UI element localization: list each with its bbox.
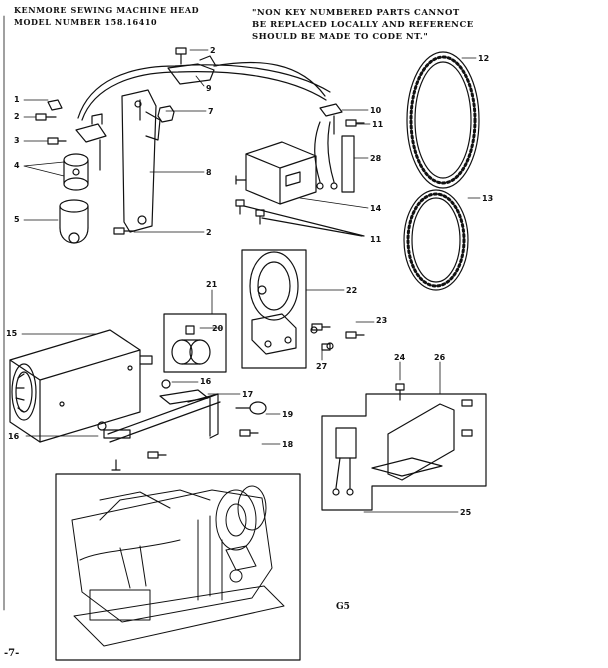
bracket-part-17 xyxy=(103,389,221,443)
callout: 16 xyxy=(200,377,212,386)
sewing-machine-illustration xyxy=(71,485,285,647)
frame-part-25 xyxy=(321,393,487,511)
screw-part-11-top xyxy=(345,119,365,127)
screw-part-3 xyxy=(47,137,67,145)
callout: 27 xyxy=(316,362,328,371)
plate-part-3 xyxy=(75,113,107,171)
wire-harness xyxy=(77,61,331,121)
header-line-1: KENMORE SEWING MACHINE HEAD xyxy=(14,5,200,15)
callout: 20 xyxy=(212,324,224,333)
callout: 25 xyxy=(460,508,472,517)
callout: 19 xyxy=(282,410,294,419)
pulley-part-22 xyxy=(249,251,299,355)
callout: 16 xyxy=(8,432,20,441)
callout: 23 xyxy=(376,316,388,325)
callout: 11 xyxy=(370,235,382,244)
screw-part-2-top xyxy=(175,47,187,65)
note-line-1: "NON KEY NUMBERED PARTS CANNOT xyxy=(252,8,460,18)
nut-part-7 xyxy=(157,105,175,123)
callout: 26 xyxy=(434,353,446,362)
callout: 9 xyxy=(206,84,212,93)
pulley-frame-22 xyxy=(241,249,307,369)
callout: 4 xyxy=(14,161,20,170)
header-line-2: MODEL NUMBER 158.16410 xyxy=(14,17,158,27)
callout: 5 xyxy=(14,215,20,224)
page-number: -7- xyxy=(4,648,20,659)
callout: 17 xyxy=(242,390,254,399)
screws-part-23 xyxy=(310,323,365,351)
callout: 3 xyxy=(14,136,20,145)
callout: 10 xyxy=(370,106,382,115)
coupling-frame-21 xyxy=(163,313,227,373)
screw-part-24 xyxy=(395,383,405,401)
machine-inset-frame xyxy=(55,473,301,661)
callout: 7 xyxy=(208,107,214,116)
wire-clamp-part-9 xyxy=(167,55,217,85)
callout: 18 xyxy=(282,440,294,449)
callout: 22 xyxy=(346,286,358,295)
callout: 12 xyxy=(478,54,490,63)
callout: 21 xyxy=(206,280,218,289)
note-line-3: SHOULD BE MADE TO CODE NT." xyxy=(252,32,429,42)
callout: 11 xyxy=(372,120,384,129)
sleeve-part-28 xyxy=(341,135,355,193)
motor-part-15 xyxy=(9,329,153,443)
wires xyxy=(314,121,335,183)
callout: 14 xyxy=(370,204,382,213)
coupling-part-20 xyxy=(171,325,211,365)
screws-part-18 xyxy=(111,429,259,471)
callout: 8 xyxy=(206,168,212,177)
screw-part-2-bottom xyxy=(113,227,135,235)
eccentric-part-5 xyxy=(59,199,89,244)
bracket-part-8 xyxy=(121,89,161,233)
screw-part-2-left xyxy=(35,113,57,121)
callout: 1 xyxy=(14,95,20,104)
callout: 13 xyxy=(482,194,494,203)
controller-part-14 xyxy=(235,141,317,205)
belt-part-13 xyxy=(403,189,469,291)
bushing-part-4 xyxy=(63,153,89,191)
callout: 2 xyxy=(14,112,20,121)
switch-part-25 xyxy=(332,427,357,496)
callout: 2 xyxy=(210,46,216,55)
belt-part-12 xyxy=(406,51,480,189)
washer-part-16 xyxy=(97,379,171,431)
note-line-2: BE REPLACED LOCALLY AND REFERENCE xyxy=(252,20,474,30)
callout: 15 xyxy=(6,329,18,338)
screws-part-11 xyxy=(235,199,365,237)
clip-part-1 xyxy=(47,99,63,111)
bracket-part-26 xyxy=(371,403,455,481)
callout: 2 xyxy=(206,228,212,237)
clamp-part-10 xyxy=(319,103,343,135)
screw-part-19 xyxy=(235,401,267,415)
screws-part-26 xyxy=(461,399,473,437)
callout: 24 xyxy=(394,353,406,362)
diagram-code: G5 xyxy=(336,602,350,612)
callout: 28 xyxy=(370,154,382,163)
leader-lines xyxy=(21,49,481,513)
